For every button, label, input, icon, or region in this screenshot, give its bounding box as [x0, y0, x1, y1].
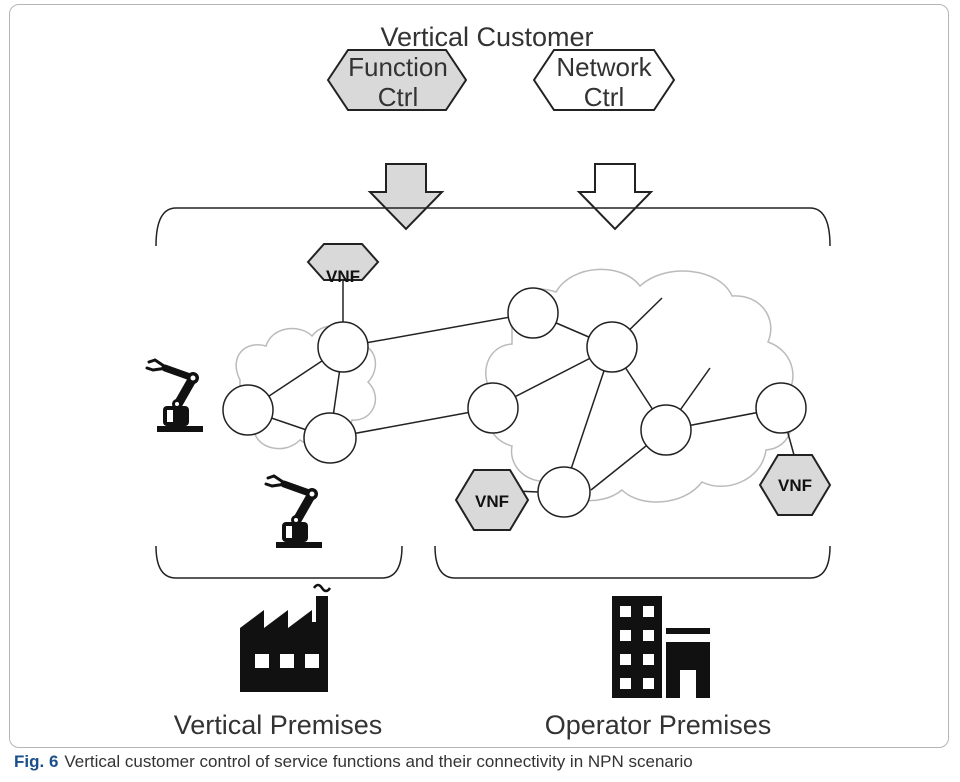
network-nodes	[222, 287, 807, 518]
vnf-node-top: VNF	[306, 243, 380, 286]
network-ctrl-label-1: Network	[556, 52, 652, 82]
vnf-node-right: VNF	[758, 454, 832, 516]
network-node	[507, 287, 559, 339]
top-bracket	[155, 207, 831, 247]
network-node	[755, 382, 807, 434]
network-node	[222, 384, 274, 436]
caption-label: Fig. 6	[14, 752, 59, 771]
network-node	[640, 404, 692, 456]
vnf-node-bottom-left: VNF	[454, 469, 530, 531]
vnf-label: VNF	[778, 476, 812, 495]
function-ctrl-node: Function Ctrl	[326, 49, 468, 112]
npn-diagram: Vertical Customer Function Ctrl Network …	[0, 22, 832, 740]
network-ctrl-label-2: Ctrl	[584, 82, 624, 112]
operator-premises-label: Operator Premises	[545, 710, 772, 740]
operator-premises-bracket	[434, 545, 831, 579]
robot-arm-icon	[147, 360, 203, 432]
right-cloud	[485, 268, 794, 503]
vnf-label: VNF	[475, 492, 509, 511]
network-ctrl-arrow	[576, 163, 654, 231]
office-building-icon	[612, 596, 710, 698]
diagram-title: Vertical Customer	[380, 22, 593, 52]
vertical-premises-bracket	[155, 545, 403, 579]
factory-icon	[240, 583, 332, 692]
robot-arm-icon	[266, 476, 322, 548]
function-ctrl-label-1: Function	[348, 52, 448, 82]
function-ctrl-arrow	[367, 163, 445, 231]
network-node	[303, 412, 357, 464]
caption-text: Vertical customer control of service fun…	[64, 752, 693, 771]
network-node	[467, 382, 519, 434]
vnf-label: VNF	[326, 267, 360, 286]
vertical-premises-label: Vertical Premises	[174, 710, 383, 740]
network-node	[586, 321, 638, 373]
network-ctrl-node: Network Ctrl	[532, 49, 676, 112]
figure-caption: Fig. 6 Vertical customer control of servi…	[14, 752, 954, 772]
network-node	[537, 466, 591, 518]
network-node	[317, 321, 369, 373]
function-ctrl-label-2: Ctrl	[378, 82, 418, 112]
figure-frame	[9, 4, 949, 748]
